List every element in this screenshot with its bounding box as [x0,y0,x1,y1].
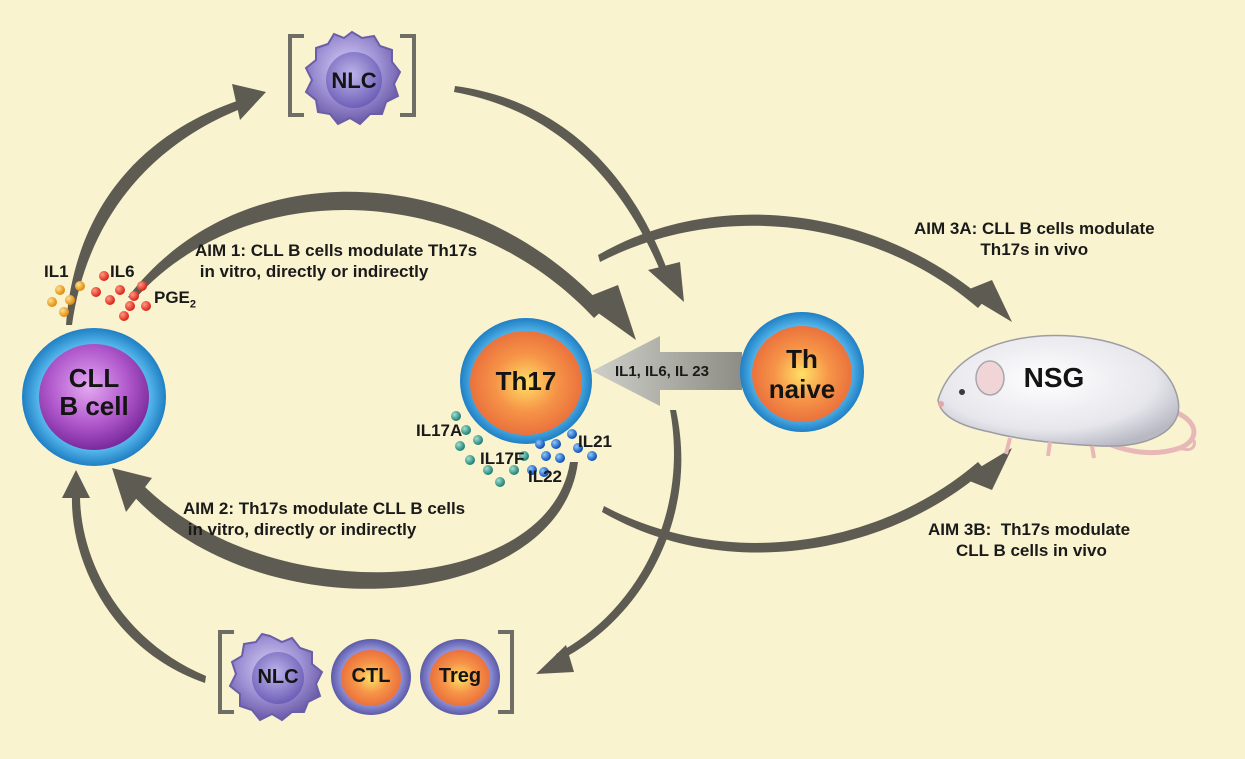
arrowhead-th17-to-bottom [536,645,574,674]
cll-b-cell-icon [22,328,166,466]
bracket-right-bottom [498,630,514,714]
il21-label: IL21 [578,432,613,451]
arrowhead-aim1 [580,285,636,340]
aim1-label: AIM 1: CLL B cells modulate Th17s in vit… [195,241,478,281]
nlc-bottom-label: NLC [257,666,299,688]
bracket-left-top [288,34,304,117]
nsg-label: NSG [1023,362,1085,393]
il17a-label: IL17A [416,421,463,440]
th-naive-label: Th naive [760,344,844,404]
bracket-right-top [400,34,416,117]
arrowhead-aim3b [962,448,1012,490]
arrow-nlc-to-th17 [454,86,668,275]
treg-cell-icon [420,639,500,715]
aim3b-label: AIM 3B: Th17s modulate CLL B cells in vi… [928,520,1131,560]
il1-label: IL1 [44,262,69,281]
polarizing-arrow [592,336,742,406]
aim2-label: AIM 2: Th17s modulate CLL B cells in vit… [183,499,466,539]
pge2-label: PGE2 [154,288,196,310]
arrowhead-aim3a [962,280,1012,322]
arrow-aim2 [128,462,578,589]
th17-cytokine-dots [451,411,597,487]
th17-label: Th17 [495,366,557,396]
th17-cell-icon [460,318,592,444]
arrowhead-cll-to-nlc [232,84,266,120]
cll-label-line: CLL B cell [59,363,129,421]
nsg-mouse-icon [937,334,1197,459]
nlc-top-label: NLC [331,68,377,93]
arrowhead-aim2 [112,468,152,512]
il22-label: IL22 [528,467,563,486]
treg-label: Treg [438,665,482,687]
arrow-th17-to-bottom [556,410,682,660]
arrow-aim3a [598,214,985,308]
arrow-bottom-to-cll [71,495,206,683]
ctl-cell-icon [331,639,411,715]
arrow-aim1 [128,191,605,318]
arrow-cll-to-nlc [66,100,243,325]
pge-text: PGE [154,288,190,307]
ctl-label: CTL [351,665,391,687]
polarizing-cytokines-label: IL1, IL6, IL 23 [615,363,709,380]
il6-label: IL6 [110,262,135,281]
arrowhead-nlc-to-th17 [648,262,684,302]
arrow-group [62,84,1012,683]
pge-subscript: 2 [189,298,197,311]
bottom-cells-group [218,630,514,722]
th-naive-cell-icon [740,312,864,432]
bracket-left-bottom [218,630,234,714]
th-naive-label-text: Th naive [768,344,836,404]
nlc-top-group [288,30,416,126]
cll-cytokine-dots [47,271,151,321]
aim3a-label: AIM 3A: CLL B cells modulate Th17s in vi… [914,219,1155,259]
cll-b-cell-label: CLL B cell [44,364,144,420]
il17f-label: IL17F [480,449,525,468]
arrowhead-bottom-to-cll [62,470,90,498]
